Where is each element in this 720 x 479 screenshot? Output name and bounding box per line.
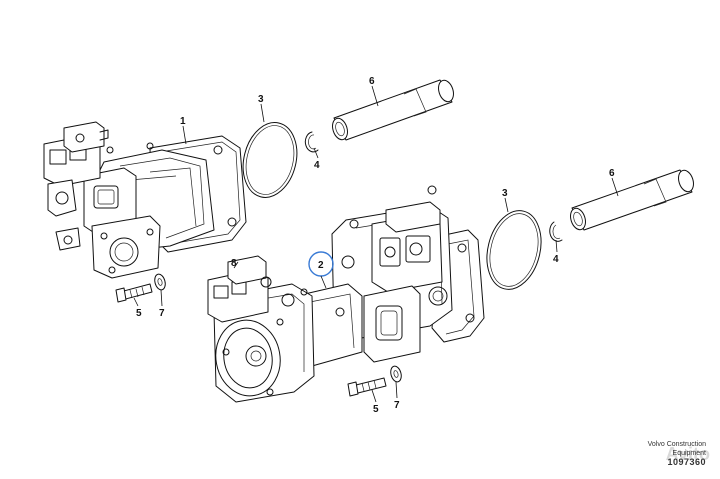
o-ring-bottom	[486, 210, 542, 290]
callout-washer-bottom: 7	[394, 400, 400, 411]
drive-shaft-top	[332, 79, 454, 141]
callout-valve: 8	[231, 258, 237, 269]
drawing-footer: Volvo Construction Equipment 1097360	[648, 440, 706, 467]
pump-assembly-top	[43, 121, 247, 279]
callout-oring-bottom: 3	[502, 188, 508, 199]
footer-drawing-number: 1097360	[667, 457, 706, 467]
bolt-bottom	[347, 377, 387, 397]
callout-washer-top: 7	[159, 308, 165, 319]
callout-shaft-top: 6	[369, 76, 375, 87]
washer-bottom	[390, 365, 402, 383]
bolt-top	[115, 283, 153, 303]
snap-ring-bottom	[549, 221, 563, 242]
callout-shaft-bottom: 6	[609, 168, 615, 179]
callout-clip-bottom: 4	[553, 254, 559, 265]
washer-top	[154, 273, 166, 291]
footer-company: Volvo Construction	[647, 441, 706, 448]
callout-bolt-top: 5	[136, 308, 142, 319]
callout-clip-top: 4	[314, 160, 320, 171]
leader-lines	[133, 85, 619, 403]
callout-pump-bottom: 2	[318, 260, 324, 271]
callout-bolt-bottom: 5	[373, 404, 379, 415]
watermark-text: Avito	[665, 444, 710, 464]
snap-ring-top	[304, 131, 319, 153]
callout-pump-top: 1	[180, 116, 186, 127]
callout-oring-top: 3	[258, 94, 264, 105]
o-ring-top	[242, 122, 298, 198]
callout-labels: 1 3 4 6 5 7 8 2 3 4 6 5 7	[136, 76, 615, 415]
drive-shaft-bottom	[570, 169, 694, 231]
pump-assembly-bottom	[207, 185, 485, 403]
footer-division: Equipment	[672, 450, 706, 457]
